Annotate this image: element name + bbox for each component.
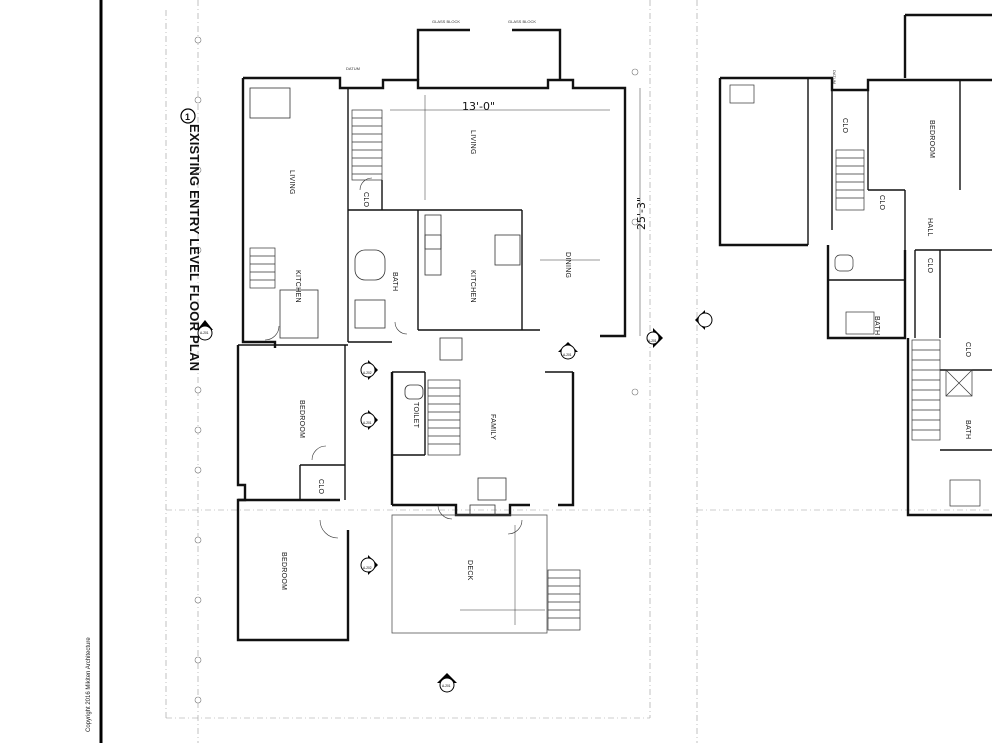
- section-marker-label: A-202: [363, 371, 372, 375]
- section-markers: A-201 A-202 A-201 A-201 A-202 A-201 A-20…: [197, 310, 713, 693]
- door-swings: [264, 177, 523, 539]
- dimension-lines: [390, 88, 641, 625]
- section-marker-label: A-201: [200, 331, 209, 335]
- grid-lines: [165, 0, 992, 743]
- section-marker-label: A-201: [648, 339, 657, 343]
- dimension-top: 13'-0": [462, 100, 495, 113]
- fixtures-group: [249, 87, 521, 516]
- section-marker-label: A-201: [363, 421, 372, 425]
- dimension-side: 25'-3": [635, 197, 648, 230]
- right-room-label-clo-a: CLO: [841, 118, 848, 134]
- stairs-group: [249, 109, 581, 631]
- right-room-label-clo-b: CLO: [878, 195, 885, 211]
- deck-outline: [391, 514, 548, 634]
- room-label-clo-a: CLO: [362, 192, 369, 208]
- room-label-living-main: LIVING: [469, 130, 476, 155]
- room-label-kitchen-left: KITCHEN: [294, 270, 301, 303]
- right-room-label-clo-d: CLO: [964, 342, 971, 358]
- title-number: 1: [185, 112, 190, 122]
- room-label-bedroom-b: BEDROOM: [280, 552, 287, 590]
- note-glass-block-a: GLASS BLOCK: [432, 19, 460, 24]
- note-datum-a: DATUM: [346, 66, 360, 71]
- note-datum-b: DATUM: [832, 70, 837, 84]
- right-room-label-clo-c: CLO: [926, 258, 933, 274]
- grid-bubbles: [194, 36, 639, 704]
- room-label-deck: DECK: [466, 560, 473, 581]
- room-label-living-left: LIVING: [288, 170, 295, 195]
- interior-walls: [238, 88, 573, 500]
- room-label-kitchen-main: KITCHEN: [469, 270, 476, 303]
- sheet-title: EXISTING ENTRY LEVEL FLOOR PLAN: [187, 124, 202, 372]
- plan-notes: GLASS BLOCK GLASS BLOCK DATUM DATUM: [346, 19, 837, 84]
- right-room-label-bedroom: BEDROOM: [928, 120, 935, 158]
- room-label-bedroom-a: BEDROOM: [298, 400, 305, 438]
- section-marker-label: A-201: [563, 353, 572, 357]
- exterior-walls: [236, 28, 627, 642]
- room-label-family: FAMILY: [489, 414, 496, 440]
- right-plan-fixtures: [729, 84, 981, 507]
- copyright-text: Copyright 2016 Mikiten Architecture: [86, 637, 92, 732]
- section-marker-label: A-201: [442, 684, 451, 688]
- right-room-label-bath-b: BATH: [964, 420, 971, 439]
- note-glass-block-b: GLASS BLOCK: [508, 19, 536, 24]
- room-label-bath: BATH: [391, 272, 398, 291]
- room-label-clo-b: CLO: [317, 479, 324, 495]
- room-label-dining: DINING: [564, 252, 571, 278]
- right-plan-walls: [718, 13, 992, 517]
- room-labels: LIVING LIVING KITCHEN KITCHEN DINING BAT…: [280, 130, 571, 590]
- right-room-label-hall: HALL: [926, 218, 933, 237]
- title-number-circle: [180, 108, 196, 124]
- section-marker-label: A-202: [363, 566, 372, 570]
- right-room-labels: BEDROOM CLO CLO CLO CLO HALL BATH BATH: [841, 118, 971, 439]
- right-plan-interior: [807, 78, 992, 451]
- room-label-toilet: TOILET: [412, 402, 419, 429]
- right-room-label-bath-a: BATH: [873, 316, 880, 335]
